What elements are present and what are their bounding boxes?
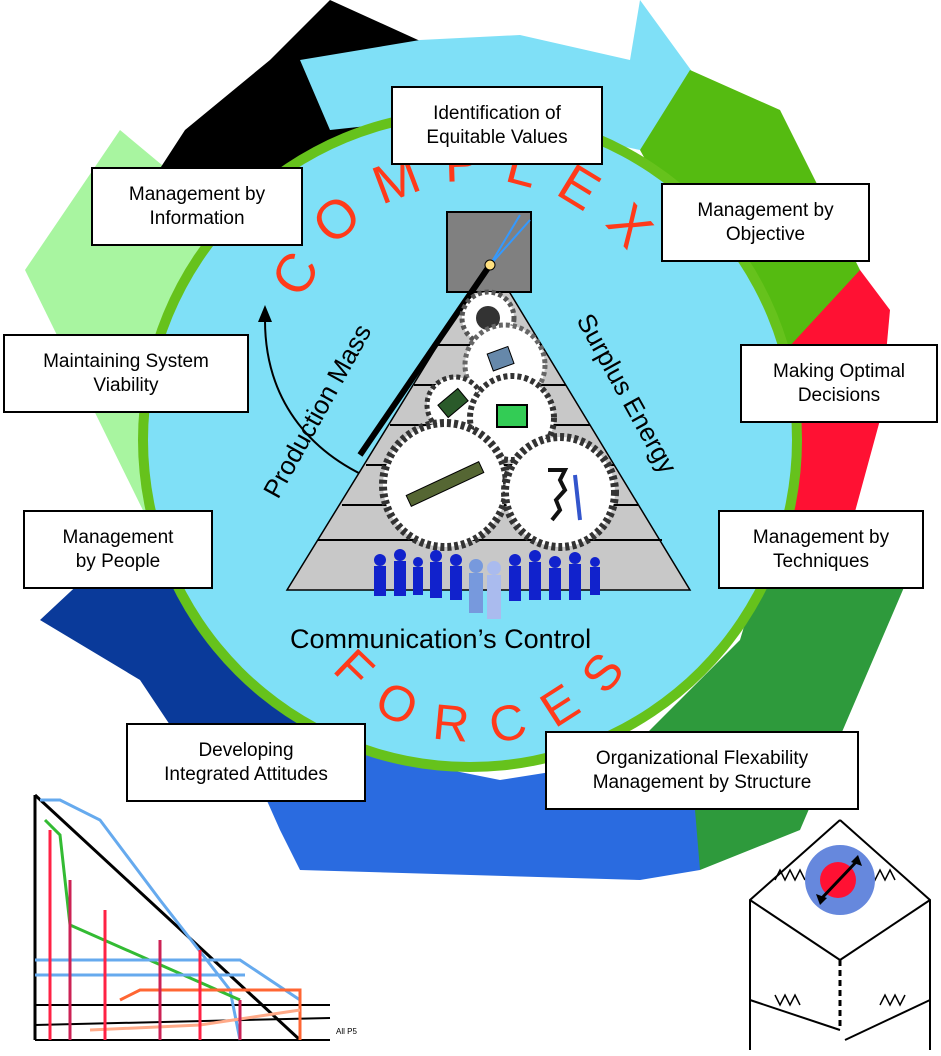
box-system-viability: Maintaining System Viability: [3, 334, 249, 413]
arrow-segment-blue: [200, 600, 700, 880]
pyramid-label-base: Communication’s Control: [290, 624, 591, 654]
box-integrated-attitudes: Developing Integrated Attitudes: [126, 723, 366, 802]
gear-cluster: [379, 289, 619, 551]
mini-chart-label: All P5: [336, 1027, 357, 1036]
curved-arrow-head: [258, 305, 272, 322]
circuit-diagram: [749, 819, 931, 1050]
box-management-information: Management by Information: [91, 167, 303, 246]
box-organizational-structure: Organizational Flexability Management by…: [545, 731, 859, 810]
box-management-techniques: Management by Techniques: [718, 510, 924, 589]
box-optimal-decisions: Making Optimal Decisions: [740, 344, 938, 423]
mini-chart: [33, 793, 331, 1042]
gear-large-right: [501, 433, 619, 551]
people-crowd: [374, 549, 600, 619]
box-management-objective: Management by Objective: [661, 183, 870, 262]
box-management-people: Management by People: [23, 510, 213, 589]
lever-pole: [357, 263, 493, 457]
arrow-segment-dark-blue: [40, 480, 300, 740]
gray-block: [446, 211, 532, 293]
box-equitable-values: Identification of Equitable Values: [391, 86, 603, 165]
